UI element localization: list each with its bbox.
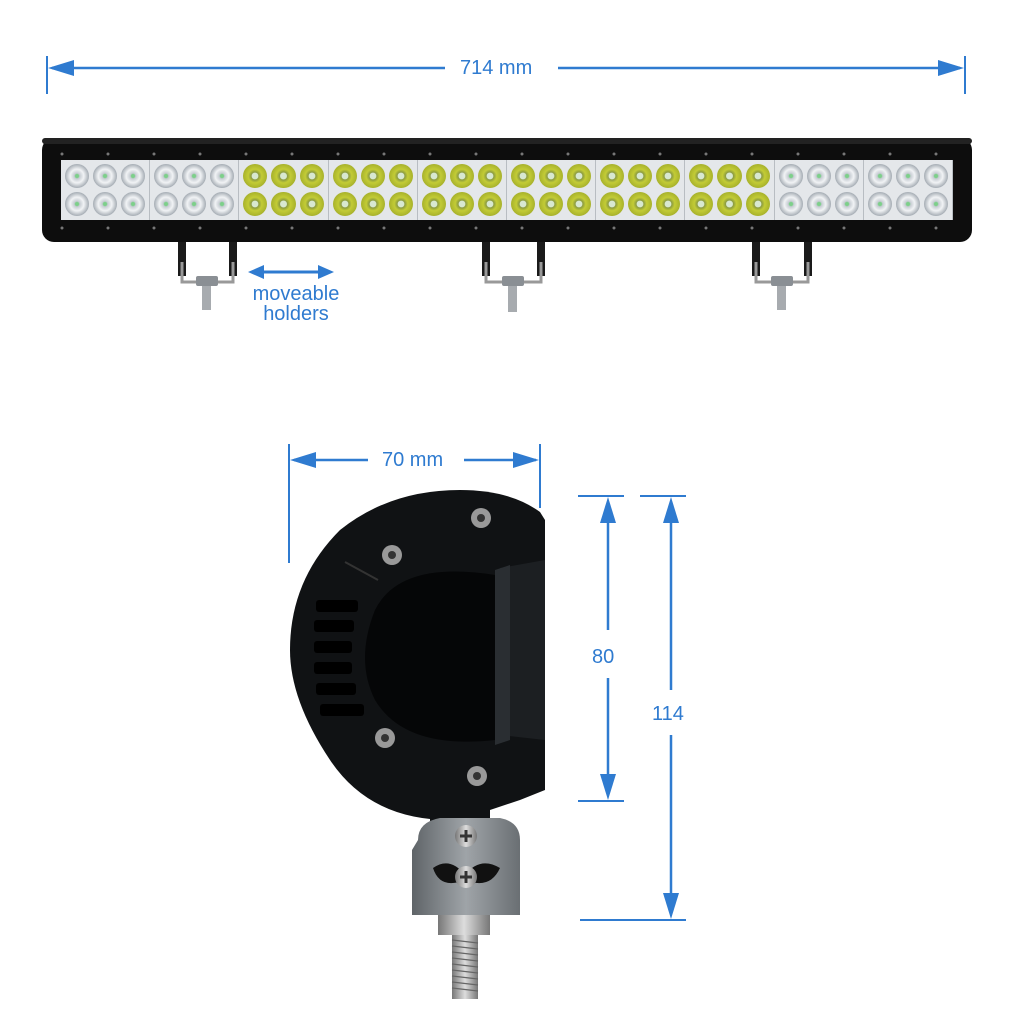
spot-led-icon — [477, 192, 503, 216]
flood-led-icon — [806, 164, 831, 188]
body-height-label: 80 — [592, 646, 615, 668]
flood-led-icon — [923, 164, 949, 188]
spot-led-icon — [299, 192, 324, 216]
spot-led-icon — [421, 164, 446, 188]
length-dimension-arrow-icon — [46, 56, 966, 94]
led-module-flood — [774, 160, 864, 220]
spot-led-icon — [477, 164, 503, 188]
flood-led-icon — [895, 192, 920, 216]
moveable-double-arrow-icon — [248, 265, 334, 279]
spot-led-icon — [539, 164, 564, 188]
flood-led-icon — [182, 192, 207, 216]
width-label: 70 mm — [374, 449, 452, 471]
spot-led-icon — [689, 192, 714, 216]
spot-led-icon — [388, 192, 413, 216]
led-module-spot — [328, 160, 418, 220]
led-module-spot — [239, 160, 329, 220]
flood-led-icon — [121, 192, 146, 216]
led-module-flood — [61, 160, 151, 220]
flood-led-icon — [923, 192, 949, 216]
moveable-holders-label: moveable holders — [252, 283, 340, 325]
flood-led-icon — [182, 164, 207, 188]
led-module-spot — [507, 160, 597, 220]
spot-led-icon — [332, 164, 357, 188]
spot-led-icon — [360, 164, 385, 188]
spot-led-icon — [656, 192, 681, 216]
holder-left — [178, 242, 237, 310]
flood-led-icon — [895, 164, 920, 188]
flood-led-icon — [778, 164, 803, 188]
spot-led-icon — [332, 192, 357, 216]
spot-led-icon — [717, 192, 742, 216]
flood-led-icon — [867, 164, 892, 188]
flood-led-icon — [778, 192, 803, 216]
flood-led-icon — [210, 164, 235, 188]
led-module-row — [61, 160, 954, 220]
total-height-label: 114 — [652, 703, 684, 725]
spot-led-icon — [717, 164, 742, 188]
flood-led-icon — [93, 192, 118, 216]
spot-led-icon — [511, 192, 536, 216]
spot-led-icon — [449, 192, 474, 216]
flood-led-icon — [65, 164, 90, 188]
spot-led-icon — [243, 164, 268, 188]
spot-led-icon — [449, 164, 474, 188]
flood-led-icon — [154, 164, 179, 188]
spot-led-icon — [745, 164, 770, 188]
flood-led-icon — [121, 164, 146, 188]
spot-led-icon — [745, 192, 770, 216]
led-module-spot — [417, 160, 508, 220]
spot-led-icon — [243, 192, 268, 216]
flood-led-icon — [154, 192, 179, 216]
spot-led-icon — [539, 192, 564, 216]
spot-led-icon — [511, 164, 536, 188]
spot-led-icon — [271, 192, 296, 216]
spot-led-icon — [567, 164, 592, 188]
flood-led-icon — [93, 164, 118, 188]
spot-led-icon — [600, 192, 625, 216]
holder-center — [482, 242, 545, 312]
spot-led-icon — [628, 164, 653, 188]
led-module-flood — [150, 160, 240, 220]
spot-led-icon — [421, 192, 446, 216]
spot-led-icon — [299, 164, 324, 188]
led-module-spot — [685, 160, 775, 220]
spot-led-icon — [388, 164, 413, 188]
flood-led-icon — [210, 192, 235, 216]
holders-icon — [178, 242, 812, 312]
spot-led-icon — [567, 192, 592, 216]
led-module-spot — [596, 160, 686, 220]
spot-led-icon — [628, 192, 653, 216]
flood-led-icon — [834, 164, 859, 188]
flood-led-icon — [867, 192, 892, 216]
flood-led-icon — [806, 192, 831, 216]
spot-led-icon — [360, 192, 385, 216]
spot-led-icon — [689, 164, 714, 188]
flood-led-icon — [65, 192, 90, 216]
length-label: 714 mm — [452, 57, 541, 79]
spot-led-icon — [271, 164, 296, 188]
led-module-flood — [863, 160, 954, 220]
spot-led-icon — [656, 164, 681, 188]
holder-right — [752, 242, 812, 310]
spot-led-icon — [600, 164, 625, 188]
flood-led-icon — [834, 192, 859, 216]
